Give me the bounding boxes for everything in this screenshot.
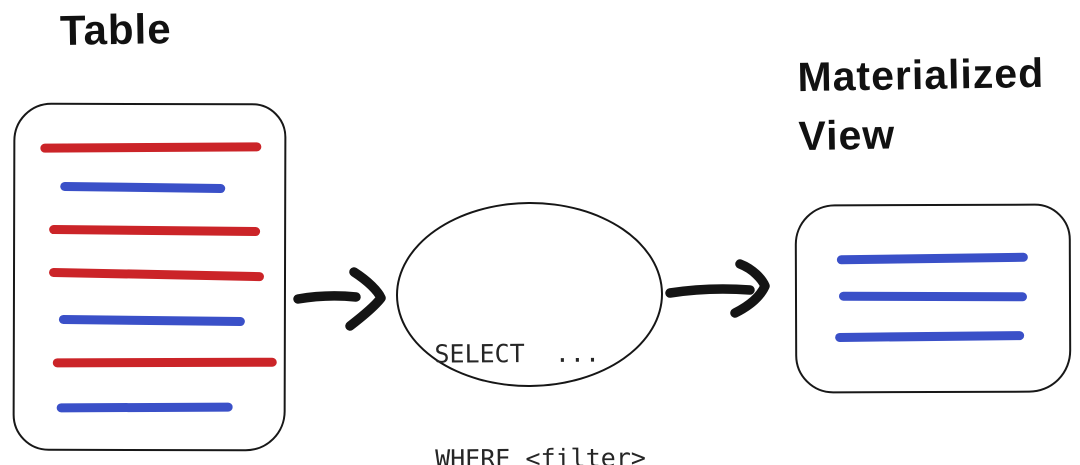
right-arrow-icon xyxy=(665,259,770,318)
view-row xyxy=(835,331,1025,343)
table-row xyxy=(58,314,245,327)
table-box xyxy=(12,102,287,452)
table-row xyxy=(48,267,265,282)
materialized-view-title: Materialized View xyxy=(797,49,1045,160)
view-row xyxy=(838,291,1028,302)
table-row xyxy=(52,357,277,368)
materialized-view-box xyxy=(794,203,1072,394)
table-title: Table xyxy=(59,5,172,54)
table-row xyxy=(60,181,226,194)
table-row xyxy=(40,142,262,153)
view-row xyxy=(836,252,1028,265)
table-row xyxy=(56,402,233,413)
query-select-line: SELECT ... xyxy=(434,338,601,369)
right-arrow-icon xyxy=(293,267,386,331)
query-text: SELECT ... WHERE <filter> xyxy=(434,265,647,465)
query-where-line: WHERE <filter> xyxy=(435,443,646,465)
table-row xyxy=(49,225,261,237)
query-node: SELECT ... WHERE <filter> xyxy=(395,201,664,465)
